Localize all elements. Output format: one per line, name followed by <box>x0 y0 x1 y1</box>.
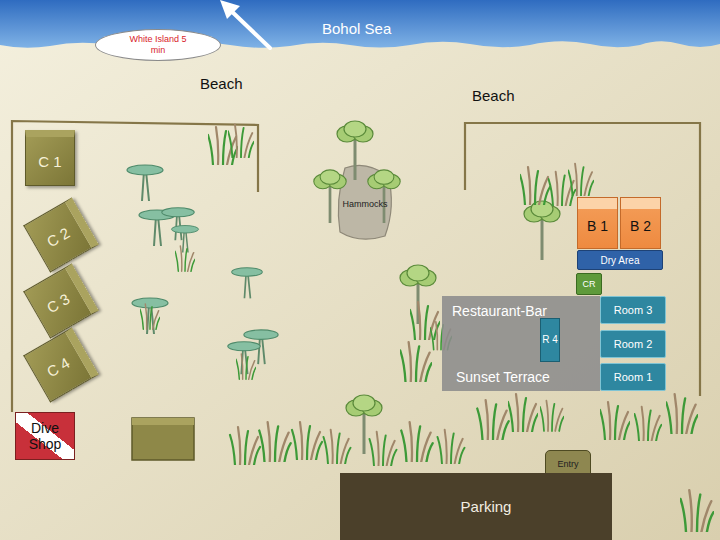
dive-shop: Dive Shop <box>15 412 75 460</box>
restaurant-area: Restaurant-BarSunset Terrace R 4 <box>442 296 600 391</box>
node-text: Parking <box>441 498 512 515</box>
node-text: R 4 <box>542 334 558 346</box>
node-text: Room 2 <box>614 338 653 350</box>
node-text: Dive Shop <box>16 420 74 452</box>
node-text: Room 1 <box>614 371 653 383</box>
node-text: White Island 5 min <box>125 34 191 56</box>
sea-name: Bohol Sea <box>322 20 391 37</box>
parking-area: Parking <box>340 473 612 540</box>
room-box: R 4 <box>540 318 560 362</box>
hammock-area: Hammocks <box>336 168 394 240</box>
node-text: C 4 <box>44 354 73 380</box>
comfort-room: CR <box>576 273 602 295</box>
node-text: C 3 <box>44 290 73 316</box>
beach-label: Beach <box>472 87 515 104</box>
beach-label: Beach <box>200 75 243 92</box>
node-text: Dry Area <box>601 255 640 266</box>
node-text: B 1 <box>587 212 608 234</box>
node-text: CR <box>583 279 596 289</box>
cottage: C 1 <box>25 130 75 186</box>
room-box: Room 3 <box>600 296 666 324</box>
bungalow: B 2 <box>620 197 661 249</box>
node-text: Sunset Terrace <box>452 369 550 385</box>
node-text: C 2 <box>44 224 73 250</box>
room-box: Room 2 <box>600 330 666 358</box>
node-text: Entry <box>557 459 578 469</box>
node-text: Hammocks <box>342 199 387 209</box>
bungalow: B 1 <box>577 197 618 249</box>
node-text: C 1 <box>38 153 61 170</box>
dry-area: Dry Area <box>577 250 663 270</box>
node-text: B 2 <box>630 212 651 234</box>
destination-callout: White Island 5 min <box>95 29 221 61</box>
node-text: Room 3 <box>614 304 653 316</box>
room-box: Room 1 <box>600 363 666 391</box>
node-text: Restaurant-Bar <box>452 303 547 319</box>
